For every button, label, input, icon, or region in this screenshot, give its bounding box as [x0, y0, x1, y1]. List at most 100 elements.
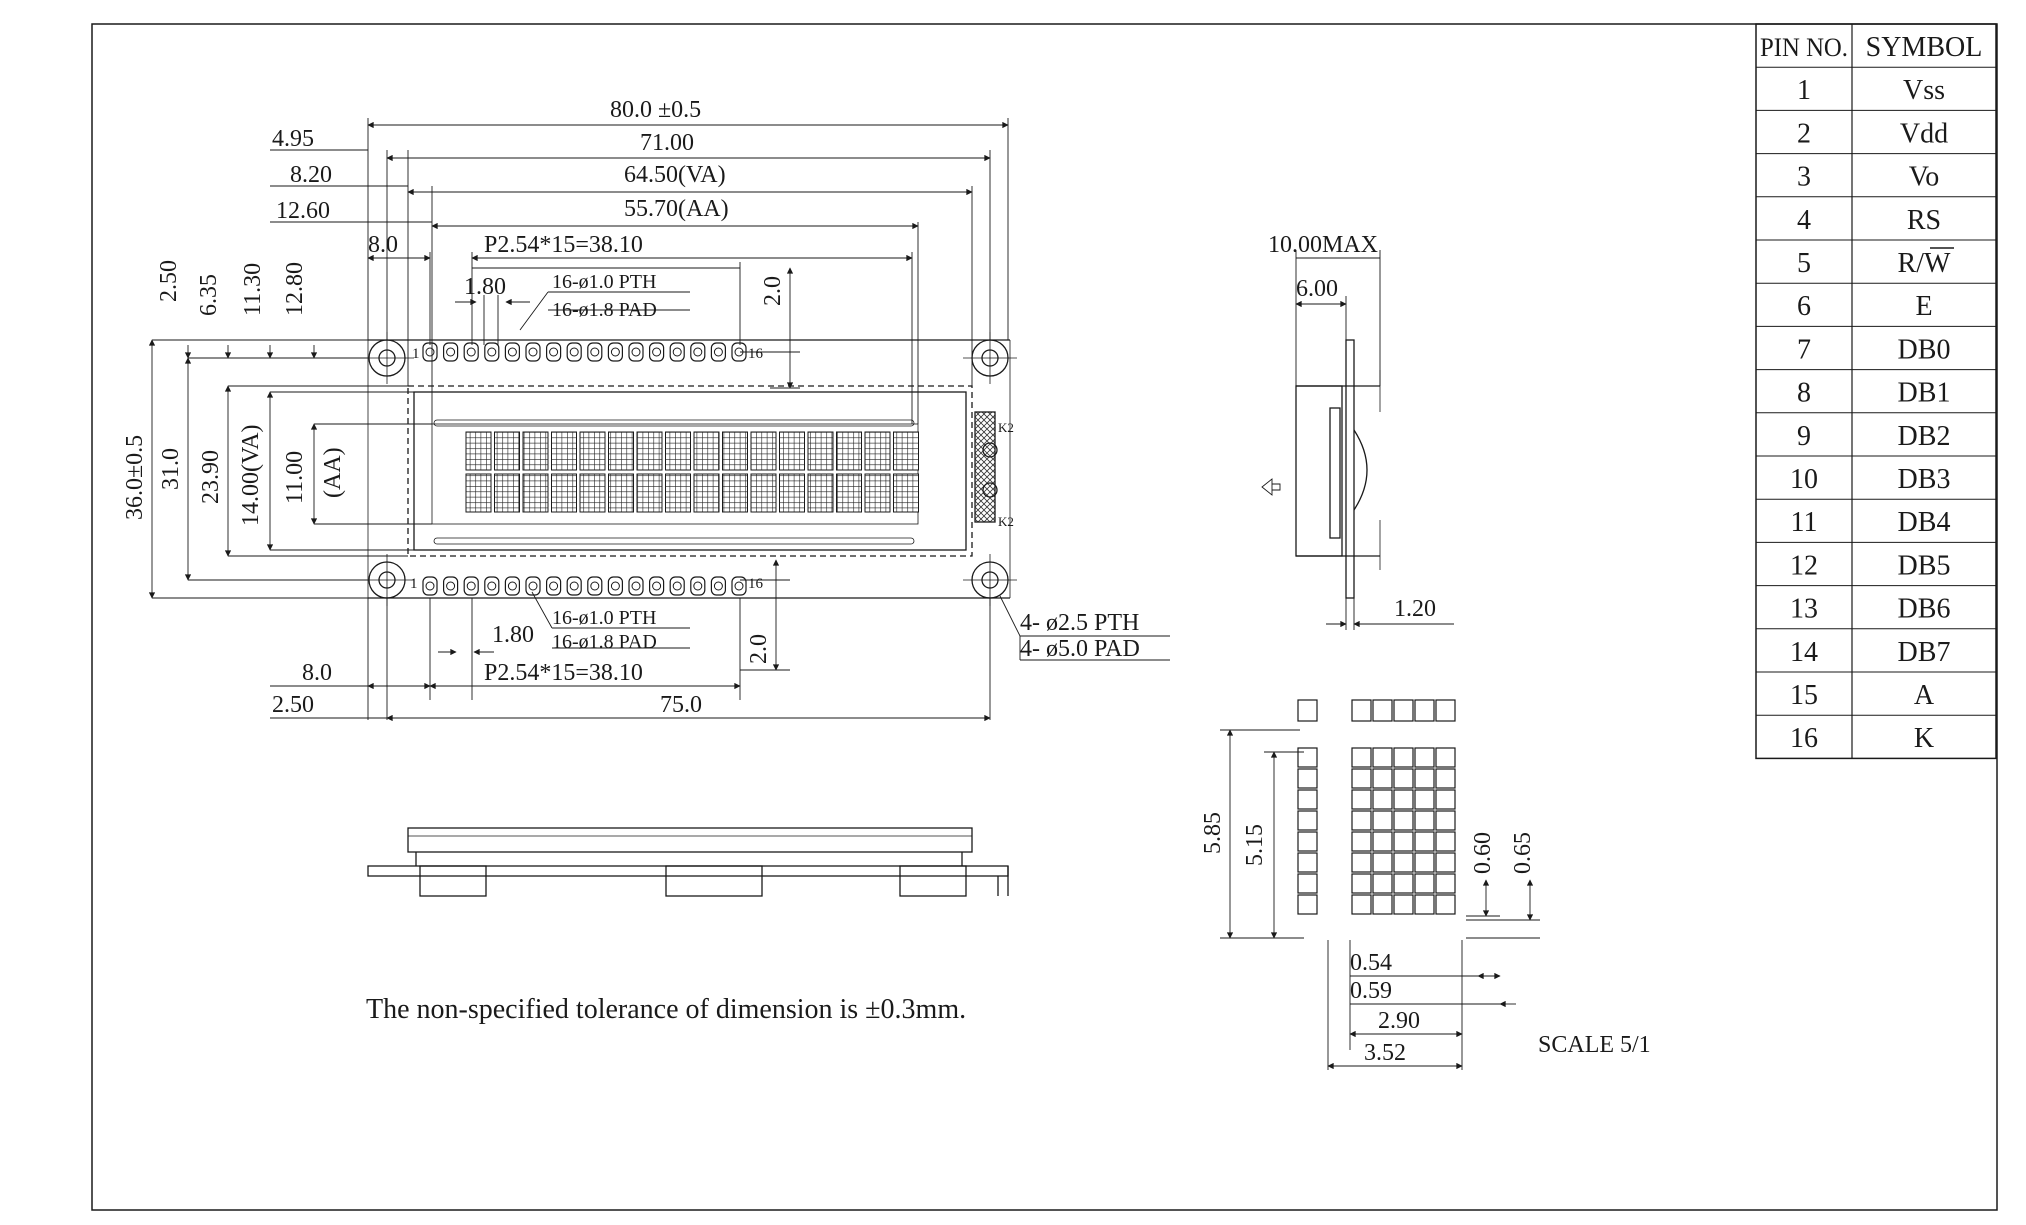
detail-matrix-dot — [1414, 873, 1435, 894]
dim-left-b: 8.20 — [290, 162, 332, 188]
detail-left-dot — [1297, 831, 1318, 852]
dim-pin-pitch-bottom: P2.54*15=38.10 — [484, 660, 643, 686]
connector-label-k2: K2 — [998, 514, 1014, 529]
detail-matrix-dot — [1351, 831, 1372, 852]
table-pin-symbol: DB6 — [1898, 594, 1951, 625]
table-pin-symbol: Vss — [1903, 75, 1945, 106]
pin-hole — [549, 581, 559, 591]
dim-mount-pth: 4- ø2.5 PTH — [1020, 610, 1139, 636]
pin-hole — [528, 347, 538, 357]
pin-hole — [528, 581, 538, 591]
pin-hole — [610, 581, 620, 591]
detail-matrix-dot — [1414, 768, 1435, 789]
detail-matrix-dot — [1372, 873, 1393, 894]
dim-pad-spacing-top: 1.80 — [464, 274, 506, 300]
pin-hole — [569, 347, 579, 357]
pin-pad — [545, 342, 562, 362]
pin-pad — [422, 576, 438, 596]
dim-mount-pad: 4- ø5.0 PAD — [1020, 636, 1140, 662]
detail-matrix-dot — [1393, 831, 1414, 852]
scale-label: SCALE 5/1 — [1538, 1032, 1651, 1058]
character-cell — [693, 473, 720, 513]
pin-hole — [713, 581, 723, 591]
pin-pad — [731, 576, 747, 596]
pin-hole — [507, 581, 517, 591]
dim-bottom-pitch: 75.0 — [660, 692, 702, 718]
pin-pad — [587, 576, 603, 596]
pin-hole — [672, 581, 682, 591]
character-cell — [636, 473, 663, 513]
pin-hole — [734, 581, 744, 591]
table-pin-number: 11 — [1791, 507, 1818, 538]
pin-hole — [672, 347, 682, 357]
dim-v-250: 2.50 — [156, 260, 182, 302]
detail-matrix-dot — [1351, 852, 1372, 873]
character-cell — [693, 431, 720, 471]
tolerance-note: The non-specified tolerance of dimension… — [366, 994, 966, 1025]
pin-pad — [607, 576, 624, 596]
pin-hole — [487, 347, 497, 357]
dim-pad-top: 16-ø1.8 PAD — [552, 299, 657, 321]
detail-left-dot — [1297, 873, 1318, 894]
pin-pad — [710, 576, 727, 596]
pin-pad — [628, 576, 644, 596]
character-cell — [893, 431, 919, 471]
table-pin-number: 10 — [1790, 464, 1818, 495]
detail-matrix-dot — [1351, 810, 1372, 831]
pin-pad — [545, 576, 562, 596]
pin-hole — [693, 347, 703, 357]
character-cell — [779, 473, 805, 513]
dim-pin-pitch-top: P2.54*15=38.10 — [484, 232, 643, 258]
detail-matrix-dot — [1435, 873, 1456, 894]
pin-pad — [690, 342, 706, 362]
table-pin-symbol: DB0 — [1898, 334, 1951, 365]
pin-pad — [669, 576, 685, 596]
dim-aa-label: (AA) — [320, 447, 346, 498]
dim-hole-pitch: 71.00 — [640, 130, 694, 156]
dim-v-1130: 11.30 — [240, 263, 266, 316]
view-area — [413, 391, 967, 551]
table-pin-symbol: Vdd — [1900, 118, 1948, 149]
detail-matrix-dot — [1372, 852, 1393, 873]
character-cell — [722, 473, 748, 513]
detail-matrix-dot — [1393, 789, 1414, 810]
pin-label-bottom-last: 16 — [748, 576, 764, 592]
detail-matrix-dot — [1435, 810, 1456, 831]
character-cell — [807, 473, 834, 513]
pin-hole — [466, 581, 476, 591]
table-pin-number: 2 — [1797, 118, 1811, 149]
side-view-profile — [367, 827, 1009, 897]
detail-matrix-dot — [1372, 831, 1393, 852]
character-cell — [551, 473, 577, 513]
detail-matrix-dot — [1351, 747, 1372, 768]
character-dot-detail — [1297, 699, 1456, 915]
pin-pad — [648, 342, 665, 362]
thickness-view — [1261, 339, 1381, 599]
character-cell — [750, 431, 777, 471]
character-cell — [522, 473, 549, 513]
detail-matrix-dot — [1414, 789, 1435, 810]
detail-matrix-dot — [1414, 747, 1435, 768]
detail-matrix-dot — [1414, 810, 1435, 831]
character-cell — [665, 431, 691, 471]
dim-pin-row-offset-bottom: 2.0 — [746, 634, 772, 664]
table-pin-number: 15 — [1790, 680, 1818, 711]
table-pin-symbol: RS — [1907, 205, 1941, 236]
character-cell — [836, 431, 862, 471]
detail-matrix-dot — [1435, 768, 1456, 789]
detail-matrix-dot — [1372, 747, 1393, 768]
character-cell — [864, 473, 891, 513]
dim-overall-height: 36.0±0.5 — [122, 435, 148, 520]
dim-pin-start: 8.0 — [368, 232, 398, 258]
pin-hole — [569, 581, 579, 591]
pin-hole — [590, 581, 600, 591]
detail-matrix-dot — [1393, 873, 1414, 894]
detail-matrix-dot — [1393, 894, 1414, 915]
detail-matrix-dot — [1351, 768, 1372, 789]
table-pin-symbol: R/W — [1898, 248, 1951, 279]
detail-matrix-dot — [1372, 810, 1393, 831]
pcb-outline — [367, 339, 1011, 599]
detail-matrix-dot — [1435, 831, 1456, 852]
table-pin-number: 13 — [1790, 594, 1818, 625]
dim-dot-h-b: 0.65 — [1510, 832, 1536, 874]
